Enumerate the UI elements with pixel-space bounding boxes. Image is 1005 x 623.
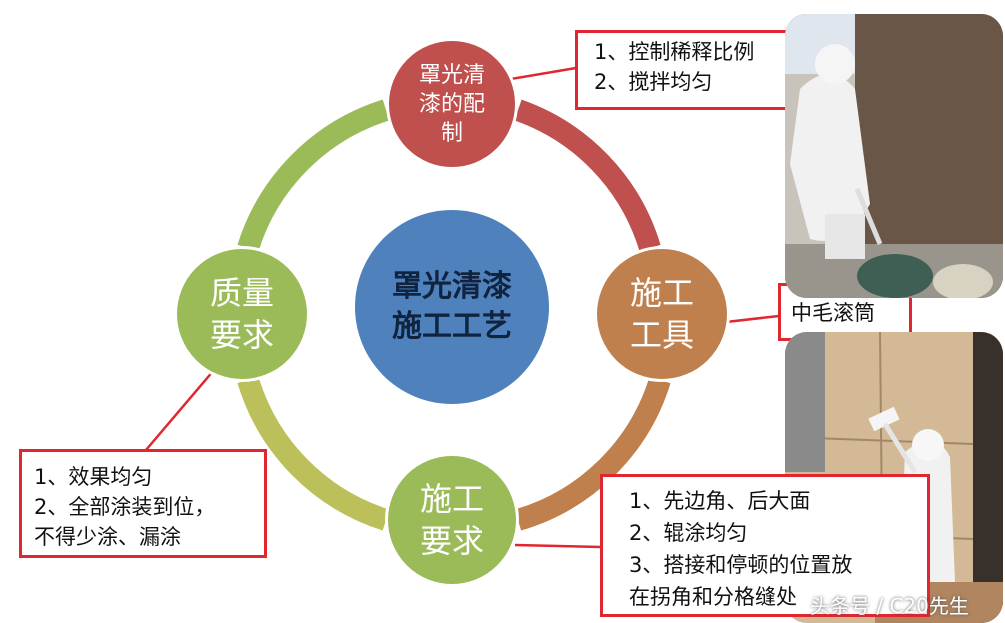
callout-line: 在拐角和分格缝处 (629, 585, 797, 609)
callout-line: 1、先边角、后大面 (629, 489, 811, 513)
callout-line: 不得少涂、漏涂 (34, 525, 181, 549)
node-quality-requirements-label: 质量 要求 (209, 274, 274, 354)
connector-right (725, 314, 780, 324)
center-label: 罩光清漆 施工工艺 (392, 269, 512, 344)
node-varnish-mixing: 罩光清 漆的配 制 (386, 38, 518, 170)
watermark: 头条号 / C20先生 (810, 594, 969, 618)
callout-quality: 1、效果均匀 2、全部涂装到位， 不得少涂、漏涂 (19, 449, 267, 558)
photo-worker-mixing-image (785, 14, 1003, 298)
ring-arc-bottom-left (237, 376, 390, 531)
callout-line: 中毛滚筒 (791, 301, 875, 325)
connector-top (504, 66, 577, 82)
ring-arc-top-right (514, 99, 661, 252)
callout-line: 2、全部涂装到位， (34, 495, 216, 519)
callout-line: 1、控制稀释比例 (594, 40, 755, 64)
node-construction-requirements-label: 施工 要求 (419, 480, 484, 560)
callout-line: 1、效果均匀 (34, 465, 153, 489)
node-tools: 施工 工具 (594, 246, 730, 382)
node-varnish-mixing-label: 罩光清 漆的配 制 (418, 62, 485, 146)
node-construction-requirements: 施工 要求 (385, 453, 519, 587)
callout-construction: 1、先边角、后大面 2、辊涂均匀 3、搭接和停顿的位置放 在拐角和分格缝处 (600, 474, 930, 617)
callout-mixing: 1、控制稀释比例 2、搅拌均匀 (575, 30, 819, 110)
node-quality-requirements: 质量 要求 (174, 246, 310, 382)
node-tools-label: 施工 工具 (629, 274, 694, 354)
callout-line: 2、辊涂均匀 (629, 521, 748, 545)
connector-left (145, 369, 215, 451)
photo-worker-mixing (785, 14, 1003, 298)
callout-line: 2、搅拌均匀 (594, 70, 713, 94)
connector-bottom (514, 543, 602, 549)
callout-line: 3、搭接和停顿的位置放 (629, 553, 853, 577)
ring-arc-left-top (237, 99, 390, 252)
ring-arc-right-bottom (514, 376, 671, 531)
center-node: 罩光清漆 施工工艺 (355, 210, 549, 404)
